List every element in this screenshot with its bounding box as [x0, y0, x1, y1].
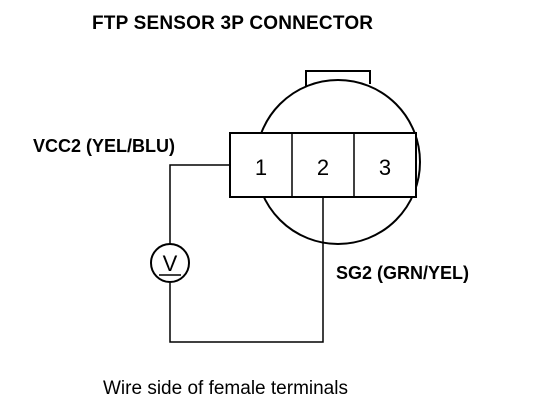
terminal-2-number: 2 — [317, 155, 329, 180]
voltmeter-icon: V — [150, 243, 190, 283]
terminal-housing — [229, 132, 417, 198]
diagram-caption: Wire side of female terminals — [103, 378, 348, 399]
vcc-probe-wire — [169, 164, 230, 244]
terminal-3-number: 3 — [379, 155, 391, 180]
voltmeter-symbol: V — [163, 251, 178, 276]
vcc2-wire-label: VCC2 (YEL/BLU) — [33, 136, 176, 156]
connector-lock-tab — [305, 70, 371, 92]
diagram-title: FTP SENSOR 3P CONNECTOR — [92, 13, 374, 34]
sg2-wire-label: SG2 (GRN/YEL) — [336, 263, 470, 283]
terminal-1-number: 1 — [255, 155, 267, 180]
sg-probe-wire — [169, 197, 324, 343]
